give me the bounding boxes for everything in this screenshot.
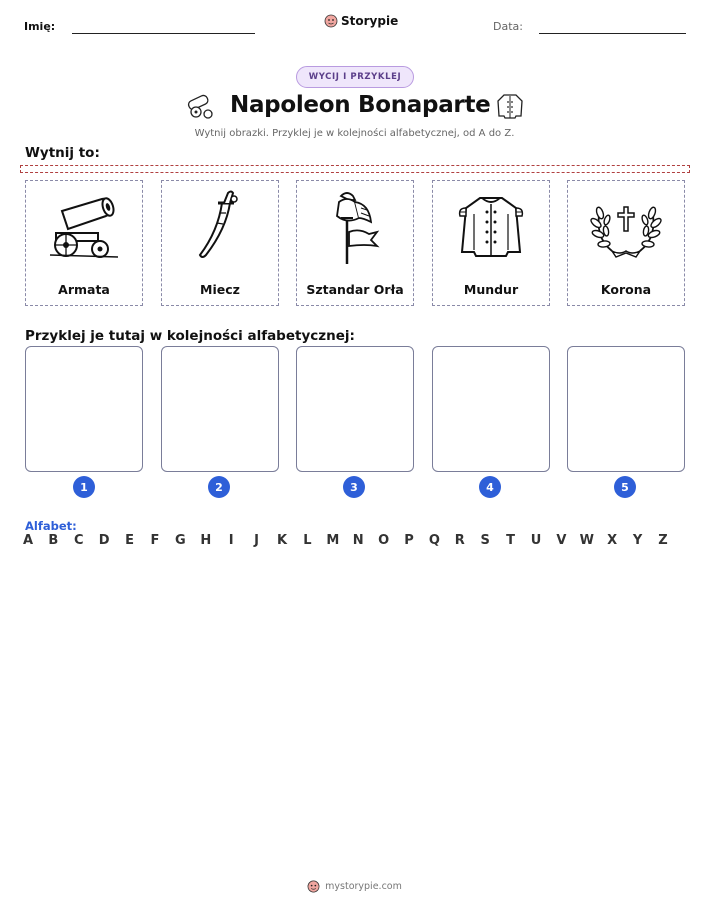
cut-card-label: Miecz	[200, 282, 240, 297]
cut-card-label: Armata	[58, 282, 110, 297]
header: Imię: Storypie Data:	[0, 14, 709, 44]
alphabet-letter: T	[506, 533, 516, 548]
alphabet-letter: R	[454, 533, 465, 548]
alphabet-letter: S	[480, 533, 490, 548]
cut-card-label: Mundur	[463, 282, 519, 297]
footer-site: mystorypie.com	[325, 881, 402, 892]
storypie-mascot-icon	[324, 14, 338, 28]
alphabet-letter: F	[150, 533, 160, 548]
alphabet-letter: B	[48, 533, 59, 548]
date-label: Data:	[493, 20, 523, 33]
brand-name: Storypie	[341, 14, 399, 28]
cut-line	[20, 165, 690, 173]
title-row: Napoleon Bonaparte	[0, 90, 709, 126]
number-badge: 4	[479, 476, 501, 498]
activity-badge: WYCIJ I PRZYKLEJ	[296, 66, 414, 88]
brand-logo: Storypie	[324, 14, 398, 28]
paste-box-4[interactable]	[432, 346, 550, 472]
number-badge: 3	[343, 476, 365, 498]
alphabet-letter: A	[22, 533, 34, 548]
alphabet-letter: D	[98, 533, 110, 548]
paste-section-label: Przyklej je tutaj w kolejności alfabetyc…	[25, 328, 355, 344]
cut-card-korona[interactable]: Korona	[567, 180, 685, 306]
alphabet-letter: L	[303, 533, 312, 548]
cut-card-sztandar-orla[interactable]: Sztandar Orła	[296, 180, 414, 306]
sword-icon	[198, 190, 238, 258]
alphabet-letter: C	[74, 533, 84, 548]
cut-section-label: Wytnij to:	[25, 145, 100, 161]
alphabet-letter: U	[530, 533, 542, 548]
cut-card-armata[interactable]: Armata	[25, 180, 143, 306]
cut-card-label: Sztandar Orła	[306, 282, 404, 297]
alphabet-letter: N	[352, 533, 364, 548]
eagle-standard-icon	[336, 192, 380, 264]
alphabet-letter: I	[228, 533, 234, 548]
alphabet-letter: V	[556, 533, 567, 548]
paste-box-3[interactable]	[296, 346, 414, 472]
alphabet-letter: K	[276, 533, 288, 548]
alphabet-letter: J	[254, 533, 260, 548]
number-badge: 1	[73, 476, 95, 498]
alphabet-letter: Z	[658, 533, 668, 548]
alphabet-letter: E	[125, 533, 135, 548]
alphabet-letter: O	[378, 533, 390, 548]
alphabet-letter: M	[326, 533, 340, 548]
alphabet-letter: Q	[428, 533, 440, 548]
paste-box-1[interactable]	[25, 346, 143, 472]
cut-card-label: Korona	[600, 282, 652, 297]
page-title: Napoleon Bonaparte	[230, 92, 491, 118]
cut-card-mundur[interactable]: Mundur	[432, 180, 550, 306]
number-badge: 2	[208, 476, 230, 498]
laurel-wreath-icon	[590, 206, 662, 258]
storypie-mascot-icon	[307, 880, 320, 893]
alphabet-letter: X	[607, 533, 618, 548]
date-line[interactable]	[539, 33, 686, 34]
alphabet-letter: P	[404, 533, 414, 548]
alphabet-letter: Y	[632, 533, 643, 548]
cannon-icon	[49, 197, 119, 258]
uniform-icon	[497, 94, 523, 119]
alphabet-label: Alfabet:	[25, 519, 77, 533]
cut-card-miecz[interactable]: Miecz	[161, 180, 279, 306]
name-label: Imię:	[24, 20, 56, 33]
instructions: Wytnij obrazki. Przyklej je w kolejności…	[194, 128, 515, 139]
paste-box-2[interactable]	[161, 346, 279, 472]
paste-box-5[interactable]	[567, 346, 685, 472]
footer: mystorypie.com	[0, 880, 709, 893]
alphabet-letter: W	[579, 533, 594, 548]
alphabet-letter: H	[200, 533, 212, 548]
number-badge: 5	[614, 476, 636, 498]
name-line[interactable]	[72, 33, 255, 34]
cannon-icon	[187, 94, 213, 119]
alphabet-letter: G	[175, 533, 186, 548]
uniform-icon	[458, 197, 524, 257]
